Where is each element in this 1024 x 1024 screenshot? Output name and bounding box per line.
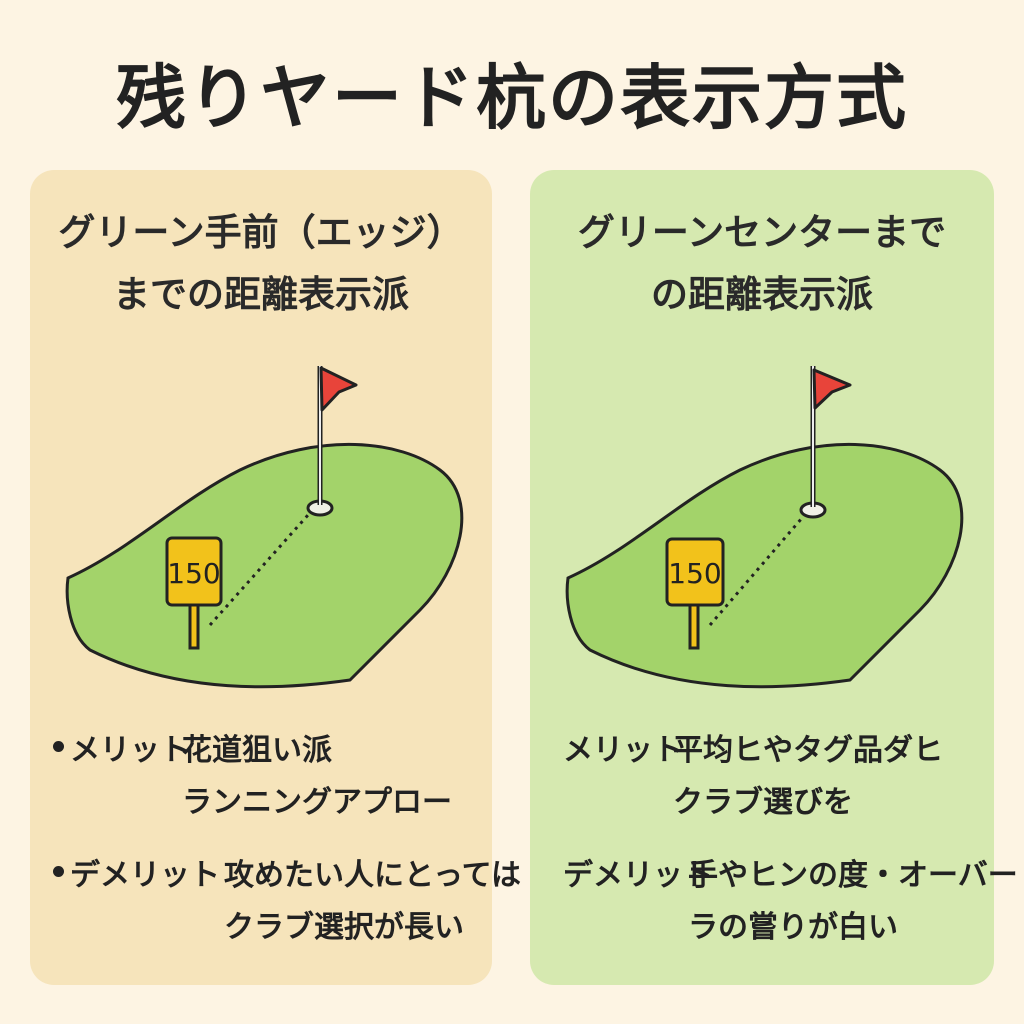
demerit-text-line2: ラの嘗りが白い xyxy=(688,910,898,945)
merit-label: メリット xyxy=(70,733,190,768)
panel-heading-line2: の距離表示派 xyxy=(651,273,873,316)
page-title: 残りヤード杭の表示方式 xyxy=(116,57,908,139)
merit-text: 花道狙い派 ランニングアプロー xyxy=(182,725,452,829)
panel-heading-line1: グリーンセンターまで xyxy=(577,211,947,254)
flag-icon xyxy=(317,366,358,505)
merit-text-line2: クラブ選びを xyxy=(673,785,853,820)
yardage-marker-label: 150 xyxy=(668,557,721,590)
merit-text: 平均ヒやタグ品ダヒ クラブ選びを xyxy=(673,725,943,829)
yardage-marker-icon: 150 xyxy=(165,536,223,650)
panel-edge-distance: グリーン手前（エッジ） までの距離表示派 150 メリット 花道狙い派 xyxy=(30,170,521,985)
distance-line xyxy=(208,514,310,626)
panel-heading-line2: までの距離表示派 xyxy=(113,273,409,316)
demerit-text-line1: 攻めたい人にとっては xyxy=(224,858,521,893)
demerit-label: デメリット xyxy=(70,858,220,893)
panel-heading: グリーン手前（エッジ） までの距離表示派 xyxy=(30,202,492,326)
demerit-text-line2: クラブ選択が長い xyxy=(224,910,464,945)
merit-label: メリット xyxy=(563,733,683,768)
merit-text-line1: 平均ヒやタグ品ダヒ xyxy=(673,733,943,768)
panel-heading: グリーンセンターまで の距離表示派 xyxy=(530,202,994,326)
green-illustration: 150 xyxy=(65,366,464,689)
putting-green xyxy=(565,442,964,689)
demerit-text-line1: 手やヒンの度・オーバー xyxy=(688,858,1018,893)
green-illustration: 150 xyxy=(565,366,964,689)
panel-center-distance: グリーンセンターまで の距離表示派 150 メリット 平均ヒやタグ品ダヒ クラブ… xyxy=(530,170,1018,985)
demerit-text: 手やヒンの度・オーバー ラの嘗りが白い xyxy=(688,850,1018,954)
bullet-icon xyxy=(53,741,64,752)
merit-text-line2: ランニングアプロー xyxy=(182,785,452,820)
bullet-icon xyxy=(53,866,64,877)
demerit-label: デメリット xyxy=(563,858,713,893)
demerit-text: 攻めたい人にとっては クラブ選択が長い xyxy=(224,850,521,954)
yardage-marker-label: 150 xyxy=(167,557,220,590)
yardage-marker-icon: 150 xyxy=(665,537,725,650)
flag-icon xyxy=(810,366,852,507)
panel-heading-line1: グリーン手前（エッジ） xyxy=(58,211,464,254)
merit-text-line1: 花道狙い派 xyxy=(182,733,332,768)
